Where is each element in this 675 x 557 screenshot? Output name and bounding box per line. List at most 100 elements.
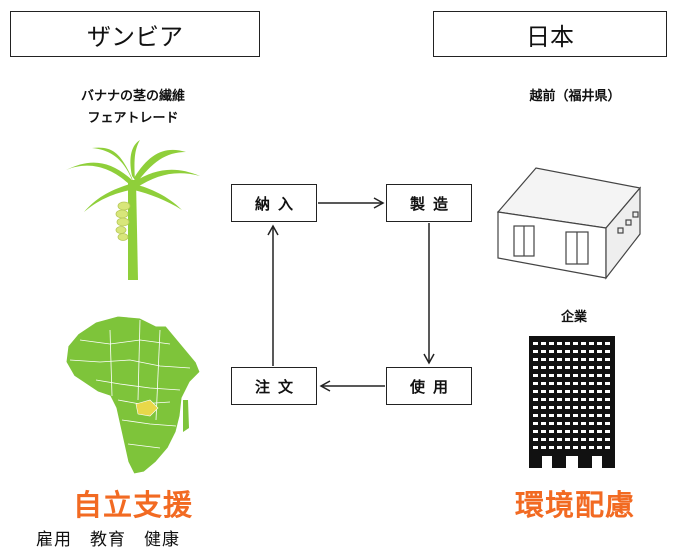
building-window	[589, 414, 594, 417]
building-window	[565, 382, 570, 385]
building-window	[565, 398, 570, 401]
building-window	[533, 414, 538, 417]
building-window	[549, 390, 554, 393]
building-window	[549, 350, 554, 353]
building-window	[557, 398, 562, 401]
building-window	[533, 350, 538, 353]
flow-label-shiyo: 使用	[409, 377, 456, 396]
location-caption: 越前（福井県）	[529, 89, 621, 104]
building-window	[581, 398, 586, 401]
building-window	[589, 366, 594, 369]
building-window	[573, 390, 578, 393]
building-window	[605, 350, 610, 353]
building-window	[565, 414, 570, 417]
building-window	[557, 406, 562, 409]
building-window	[557, 358, 562, 361]
africa-map-icon	[65, 315, 201, 475]
building-window	[597, 350, 602, 353]
building-window	[605, 390, 610, 393]
building-window	[549, 358, 554, 361]
flow-arrows	[267, 197, 435, 392]
building-window	[573, 446, 578, 449]
building-window	[533, 422, 538, 425]
building-window	[597, 438, 602, 441]
building-window	[565, 350, 570, 353]
building-window	[573, 438, 578, 441]
building-window	[541, 446, 546, 449]
building-window	[589, 406, 594, 409]
building-window	[557, 438, 562, 441]
flow-label-seizo: 製造	[409, 194, 456, 213]
building-window	[549, 398, 554, 401]
building-window	[533, 358, 538, 361]
building-window	[541, 406, 546, 409]
building-window	[573, 382, 578, 385]
building-window	[549, 430, 554, 433]
building-window	[573, 358, 578, 361]
building-window	[581, 390, 586, 393]
building-window	[597, 430, 602, 433]
building-window	[589, 430, 594, 433]
building-window	[541, 390, 546, 393]
zambia-header-label: ザンビア	[87, 22, 183, 51]
building-window	[581, 430, 586, 433]
building-window	[605, 374, 610, 377]
building-window	[533, 374, 538, 377]
building-window	[557, 366, 562, 369]
building-window	[589, 422, 594, 425]
building-window	[557, 430, 562, 433]
building-window	[597, 366, 602, 369]
building-window	[581, 414, 586, 417]
building-window	[589, 398, 594, 401]
building-window	[557, 382, 562, 385]
building-window	[589, 390, 594, 393]
office-building-icon	[529, 336, 615, 468]
building-window	[557, 374, 562, 377]
flow-box-shiyo: 使用	[386, 367, 472, 405]
building-window	[581, 358, 586, 361]
building-window	[541, 342, 546, 345]
building-window	[541, 398, 546, 401]
building-window	[565, 358, 570, 361]
flow-box-nonyu: 納入	[231, 184, 317, 222]
right-title: 環境配慮	[514, 488, 635, 522]
flow-label-chumon: 注文	[254, 377, 301, 396]
building-window	[581, 446, 586, 449]
building-window	[597, 374, 602, 377]
building-window	[541, 422, 546, 425]
building-window	[589, 358, 594, 361]
building-window	[581, 422, 586, 425]
building-window	[557, 390, 562, 393]
building-window	[565, 446, 570, 449]
building-window	[541, 358, 546, 361]
building-window	[557, 414, 562, 417]
building-window	[581, 382, 586, 385]
left-subtitle: 雇用 教育 健康	[36, 530, 180, 550]
building-window	[549, 342, 554, 345]
building-window	[597, 390, 602, 393]
building-window	[533, 366, 538, 369]
building-window	[589, 446, 594, 449]
building-window	[549, 366, 554, 369]
building-window	[573, 430, 578, 433]
building-window	[533, 430, 538, 433]
building-window	[573, 414, 578, 417]
building-window	[605, 406, 610, 409]
building-window	[541, 438, 546, 441]
banana-caption-line1: バナナの茎の繊維	[80, 89, 185, 104]
building-window	[573, 422, 578, 425]
building-window	[597, 406, 602, 409]
building-window	[589, 342, 594, 345]
building-window	[581, 366, 586, 369]
banana-tree-icon	[66, 140, 200, 280]
building-window	[549, 446, 554, 449]
building-window	[605, 430, 610, 433]
company-caption: 企業	[560, 310, 587, 325]
building-window	[597, 342, 602, 345]
building-window	[549, 382, 554, 385]
building-window	[589, 350, 594, 353]
building-window	[581, 406, 586, 409]
building-window	[565, 406, 570, 409]
zambia-header: ザンビア	[10, 11, 260, 57]
building-window	[581, 350, 586, 353]
